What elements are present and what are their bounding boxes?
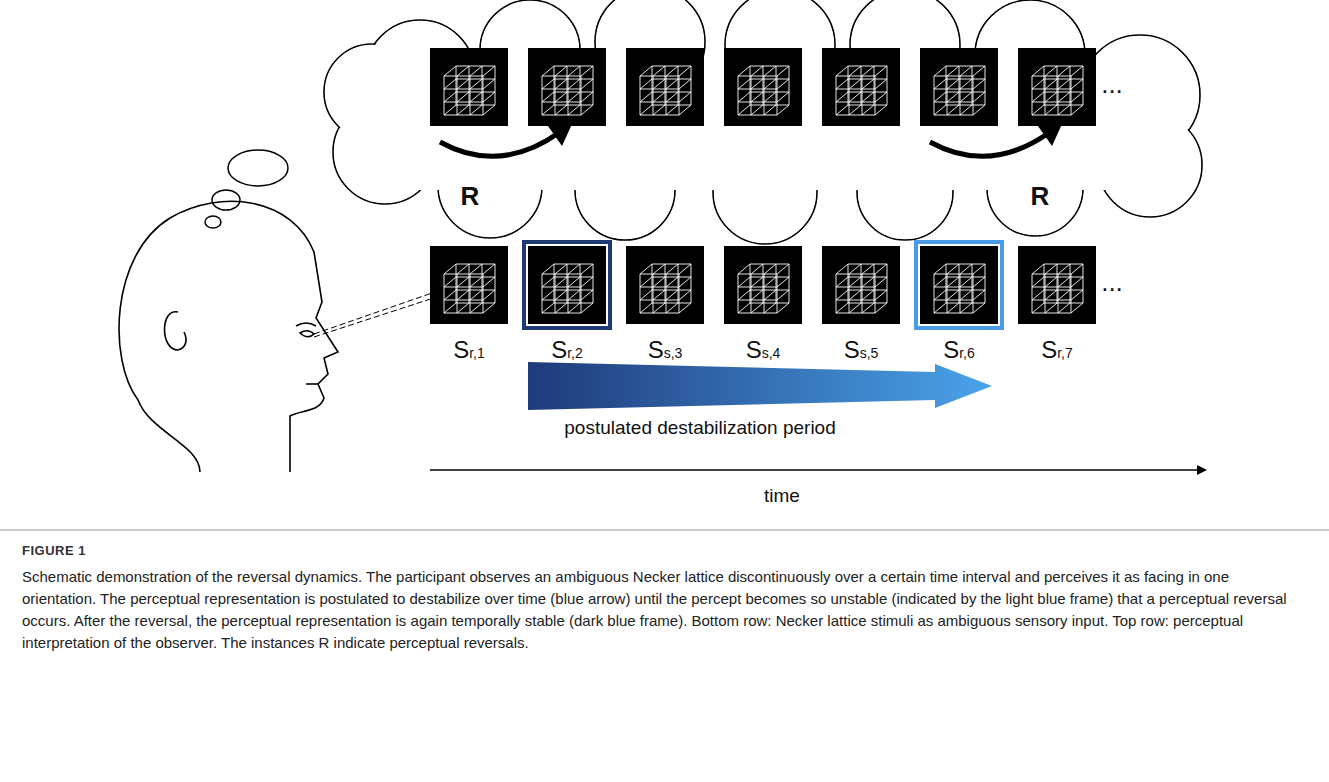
lattice-ground — [528, 246, 606, 324]
head-outline — [119, 201, 338, 472]
stable-frame — [524, 242, 610, 328]
necker-lattice — [738, 264, 789, 313]
figure-title: FIGURE 1 — [22, 543, 86, 558]
stimulus-label: Ss,4 — [746, 336, 781, 364]
necker-lattice — [444, 66, 495, 115]
necker-lattice — [640, 66, 691, 115]
lattice-ground — [724, 48, 802, 126]
lattice-ground — [430, 48, 508, 126]
lattice-ground — [528, 48, 606, 126]
lattice-ground — [920, 246, 998, 324]
necker-lattice — [1032, 264, 1083, 313]
stimulus-label: Ss,5 — [844, 336, 879, 364]
stimulus-label: Sr,2 — [551, 336, 583, 364]
lattice-ground — [626, 246, 704, 324]
reversal-arrow — [930, 132, 1050, 156]
reversal-arrowhead — [548, 124, 572, 146]
ellipsis: ... — [1101, 69, 1123, 100]
necker-lattice — [836, 66, 887, 115]
unstable-frame — [916, 242, 1002, 328]
necker-lattice — [444, 264, 495, 313]
necker-lattice — [738, 66, 789, 115]
reversal-label: R — [461, 181, 480, 212]
stimulus-label: Sr,7 — [1041, 336, 1073, 364]
lattice-ground — [724, 246, 802, 324]
lattice-ground — [822, 246, 900, 324]
lattice-ground — [626, 48, 704, 126]
lattice-ground — [1018, 48, 1096, 126]
reversal-arrowhead — [1038, 124, 1062, 146]
percept-row — [430, 48, 1096, 126]
necker-lattice — [542, 66, 593, 115]
lattice-ground — [920, 48, 998, 126]
necker-lattice — [640, 264, 691, 313]
lattice-ground — [822, 48, 900, 126]
necker-lattice — [1032, 66, 1083, 115]
thought-bubble — [205, 216, 221, 228]
destabilization-arrow — [528, 362, 992, 410]
stimulus-label: Sr,1 — [453, 336, 485, 364]
ellipsis: ... — [1101, 267, 1123, 298]
figure-caption: Schematic demonstration of the reversal … — [22, 566, 1307, 654]
necker-lattice — [934, 66, 985, 115]
time-axis — [430, 469, 1205, 471]
necker-lattice — [934, 264, 985, 313]
stimulus-row — [430, 246, 1096, 324]
arrow-label: postulated destabilization period — [564, 417, 835, 439]
axis-label: time — [764, 485, 800, 507]
necker-lattice — [836, 264, 887, 313]
stimulus-label: Ss,3 — [648, 336, 683, 364]
reversal-label: R — [1031, 181, 1050, 212]
necker-lattice — [542, 264, 593, 313]
divider — [0, 530, 1329, 531]
lattice-ground — [430, 246, 508, 324]
thought-cloud — [324, 0, 1202, 244]
thought-bubble — [212, 190, 240, 210]
lattice-ground — [1018, 246, 1096, 324]
reversal-arrow — [440, 132, 560, 156]
thought-bubble — [228, 150, 288, 186]
stimulus-label: Sr,6 — [943, 336, 975, 364]
